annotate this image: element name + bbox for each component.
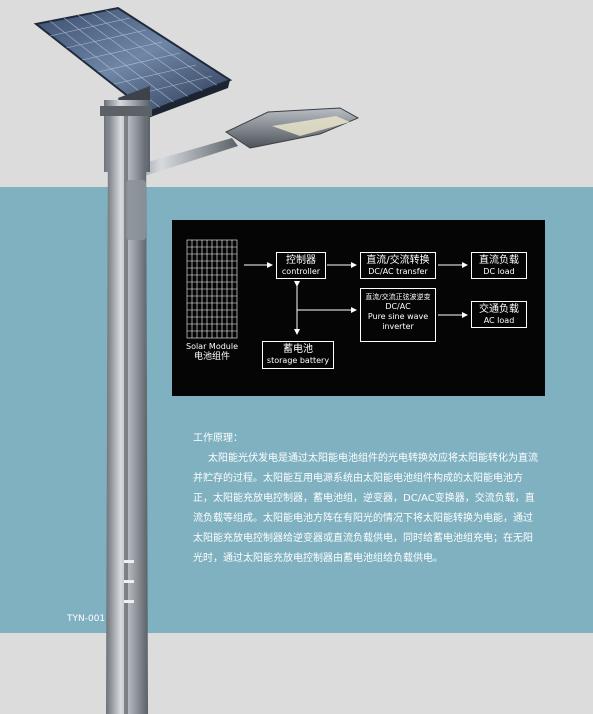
- principle-heading: 工作原理：: [193, 433, 243, 444]
- solar-module-grid-icon: [186, 239, 238, 339]
- working-principle: 工作原理： 太阳能光伏发电是通过太阳能电池组件的光电转换效应将太阳能转化为直流并…: [193, 432, 538, 569]
- dc-ac-transfer-box: 直流/交流转换 DC/AC transfer: [360, 252, 436, 279]
- controller-box: 控制器 controller: [276, 252, 326, 279]
- lamp-pole: [100, 100, 152, 714]
- solar-module-label: Solar Module 电池组件: [185, 342, 239, 362]
- storage-battery-box: 蓄电池 storage battery: [262, 341, 334, 369]
- inverter-box: 直流/交流正弦波逆变 DC/AC Pure sine wave inverter: [360, 288, 436, 342]
- dc-load-box: 直流负载 DC load: [471, 252, 527, 279]
- principle-body: 太阳能光伏发电是通过太阳能电池组件的光电转换效应将太阳能转化为直流并贮存的过程。…: [193, 453, 538, 564]
- lamp-arm: [120, 107, 360, 182]
- solar-panel: [33, 6, 233, 118]
- diagram-connectors: [186, 239, 468, 339]
- system-diagram: Solar Module 电池组件 控制器 controller 直流/交流转换…: [172, 220, 545, 396]
- ac-load-box: 交通负载 AC load: [471, 301, 527, 328]
- background-bottom: [0, 633, 593, 714]
- model-number: TYN-001: [67, 614, 106, 624]
